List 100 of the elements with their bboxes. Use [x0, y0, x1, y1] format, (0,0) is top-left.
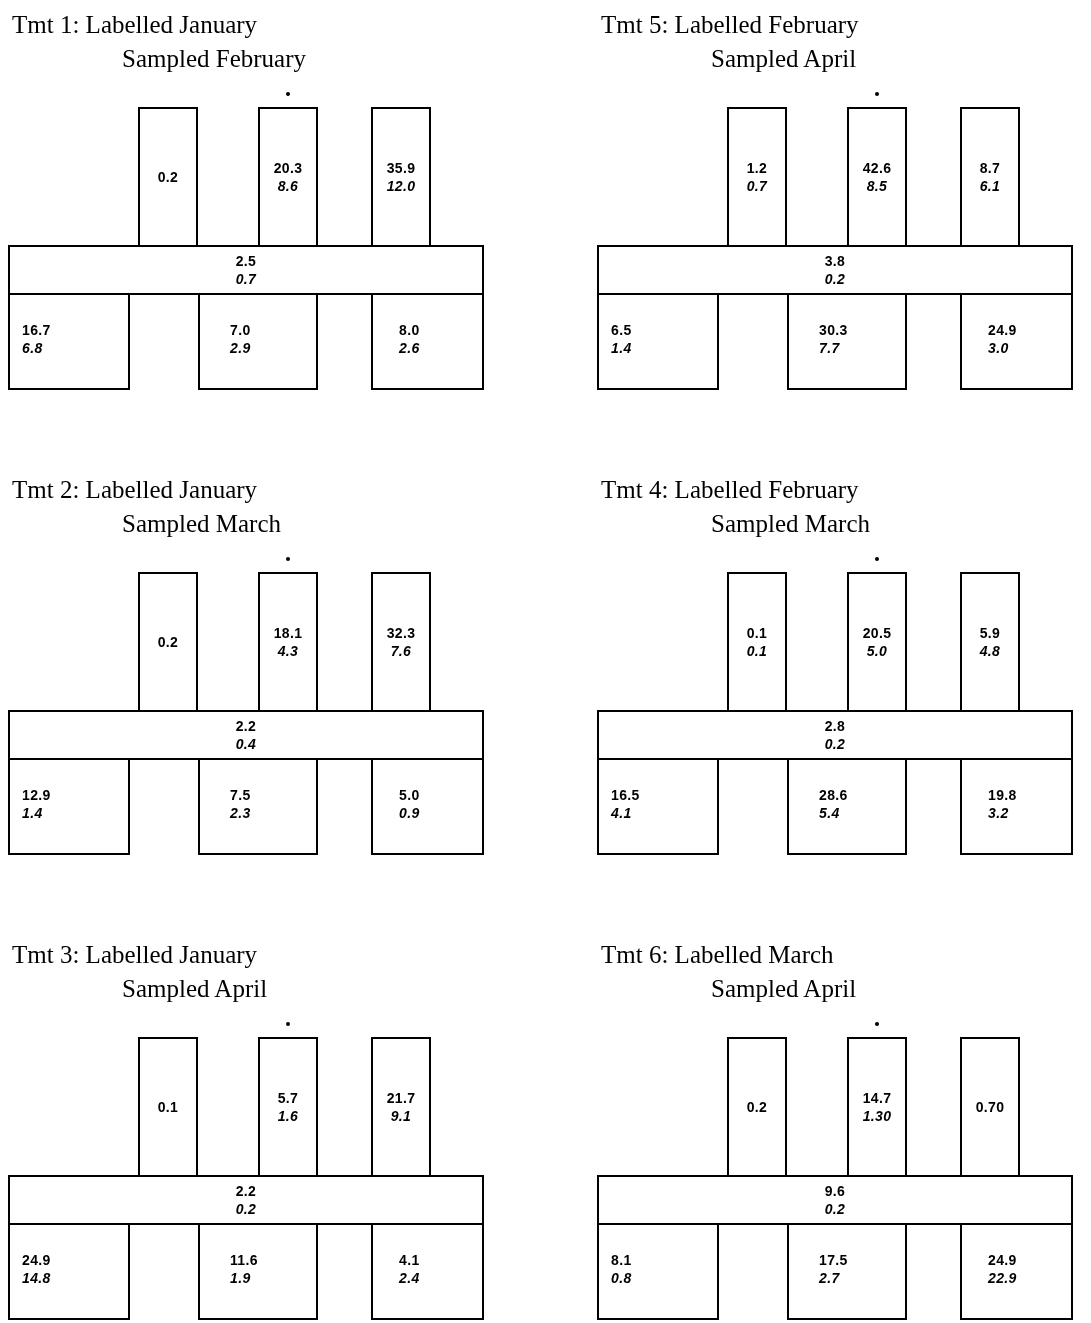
italic-measured-value: 2.9 — [230, 338, 251, 357]
top-compartment-box — [371, 572, 431, 712]
treatment-title: Tmt 6: Labelled March — [601, 940, 834, 970]
top-compartment-box — [847, 1037, 907, 1177]
top-compartment-box — [258, 1037, 318, 1177]
italic-measured-value: 2.3 — [230, 803, 251, 822]
top-compartment-box — [138, 1037, 198, 1177]
italic-measured-value: 0.4 — [235, 735, 257, 753]
central-band — [8, 245, 484, 295]
italic-measured-value: 0.7 — [746, 177, 768, 195]
bottom-compartment-box — [960, 293, 1073, 390]
italic-measured-value: 2.7 — [819, 1268, 840, 1287]
italic-measured-value: 9.1 — [390, 1107, 412, 1125]
italic-measured-value: 14.8 — [22, 1268, 51, 1287]
bottom-compartment-box — [960, 1223, 1073, 1320]
measured-value: 0.1 — [746, 624, 768, 642]
italic-measured-value: 0.7 — [235, 270, 257, 288]
measured-value: 5.7 — [277, 1089, 299, 1107]
bottom-compartment-box — [960, 758, 1073, 855]
bottom-compartment-box — [8, 293, 130, 390]
italic-measured-value: 1.4 — [22, 803, 43, 822]
italic-measured-value: 7.6 — [390, 642, 412, 660]
top-compartment-box — [371, 107, 431, 247]
italic-measured-value: 5.0 — [866, 642, 888, 660]
measured-value: 0.2 — [157, 633, 179, 651]
italic-measured-value: 7.7 — [819, 338, 840, 357]
italic-measured-value: 2.6 — [399, 338, 420, 357]
measured-value: 20.5 — [862, 624, 892, 642]
italic-measured-value: 22.9 — [988, 1268, 1017, 1287]
measured-value: 2.5 — [235, 252, 257, 270]
bottom-compartment-box — [198, 758, 318, 855]
top-compartment-box — [960, 1037, 1020, 1177]
measured-value: 2.2 — [235, 1182, 257, 1200]
measured-value: 20.3 — [273, 159, 303, 177]
italic-measured-value: 2.4 — [399, 1268, 420, 1287]
treatment-title: Tmt 5: Labelled February — [601, 10, 859, 40]
measured-value: 2.8 — [824, 717, 846, 735]
treatment-title: Tmt 4: Labelled February — [601, 475, 859, 505]
italic-measured-value: 6.1 — [979, 177, 1001, 195]
italic-measured-value: 0.1 — [746, 642, 768, 660]
bottom-compartment-box — [198, 1223, 318, 1320]
measured-value: 0.2 — [157, 168, 179, 186]
italic-measured-value: 3.0 — [988, 338, 1009, 357]
bottom-compartment-box — [198, 293, 318, 390]
top-compartment-box — [258, 107, 318, 247]
italic-measured-value: 0.2 — [824, 270, 846, 288]
treatment-subtitle: Sampled April — [122, 974, 268, 1004]
treatment-subtitle: Sampled April — [711, 44, 857, 74]
measured-value: 32.3 — [386, 624, 416, 642]
italic-measured-value: 0.9 — [399, 803, 420, 822]
italic-measured-value: 5.4 — [819, 803, 840, 822]
measured-value: 16.5 — [611, 785, 640, 804]
bottom-compartment-box — [8, 1223, 130, 1320]
treatment-subtitle: Sampled March — [122, 509, 281, 539]
top-compartment-box — [727, 572, 787, 712]
bottom-compartment-box — [787, 758, 907, 855]
measured-value: 7.0 — [230, 320, 251, 339]
measured-value: 7.5 — [230, 785, 251, 804]
measured-value: 5.0 — [399, 785, 420, 804]
measured-value: 1.2 — [746, 159, 768, 177]
measured-value: 2.2 — [235, 717, 257, 735]
bottom-compartment-box — [787, 293, 907, 390]
top-compartment-box — [727, 107, 787, 247]
top-compartment-box — [258, 572, 318, 712]
top-compartment-box — [960, 572, 1020, 712]
top-compartment-box — [727, 1037, 787, 1177]
treatment-subtitle: Sampled March — [711, 509, 870, 539]
measured-value: 0.2 — [746, 1098, 768, 1116]
measured-value: 24.9 — [988, 1250, 1017, 1269]
measured-value: 8.0 — [399, 320, 420, 339]
italic-measured-value: 1.6 — [277, 1107, 299, 1125]
measured-value: 6.5 — [611, 320, 632, 339]
central-band — [597, 1175, 1073, 1225]
measured-value: 14.7 — [862, 1089, 892, 1107]
italic-measured-value: 0.2 — [824, 735, 846, 753]
treatment-subtitle: Sampled February — [122, 44, 306, 74]
bottom-compartment-box — [597, 1223, 719, 1320]
measured-value: 8.7 — [979, 159, 1001, 177]
bottom-compartment-box — [371, 758, 484, 855]
treatment-title: Tmt 1: Labelled January — [12, 10, 258, 40]
bottom-compartment-box — [597, 758, 719, 855]
bottom-compartment-box — [371, 1223, 484, 1320]
italic-measured-value: 8.6 — [277, 177, 299, 195]
central-band — [8, 1175, 484, 1225]
top-compartment-box — [371, 1037, 431, 1177]
measured-value: 28.6 — [819, 785, 848, 804]
italic-measured-value: 1.4 — [611, 338, 632, 357]
italic-measured-value: 0.8 — [611, 1268, 632, 1287]
central-band — [8, 710, 484, 760]
measured-value: 0.70 — [975, 1098, 1005, 1116]
italic-measured-value: 1.9 — [230, 1268, 251, 1287]
italic-measured-value: 8.5 — [866, 177, 888, 195]
italic-measured-value: 1.30 — [862, 1107, 892, 1125]
italic-measured-value: 0.2 — [235, 1200, 257, 1218]
italic-measured-value: 4.3 — [277, 642, 299, 660]
italic-measured-value: 4.8 — [979, 642, 1001, 660]
italic-measured-value: 3.2 — [988, 803, 1009, 822]
measured-value: 24.9 — [988, 320, 1017, 339]
measured-value: 0.1 — [157, 1098, 179, 1116]
bottom-compartment-box — [371, 293, 484, 390]
